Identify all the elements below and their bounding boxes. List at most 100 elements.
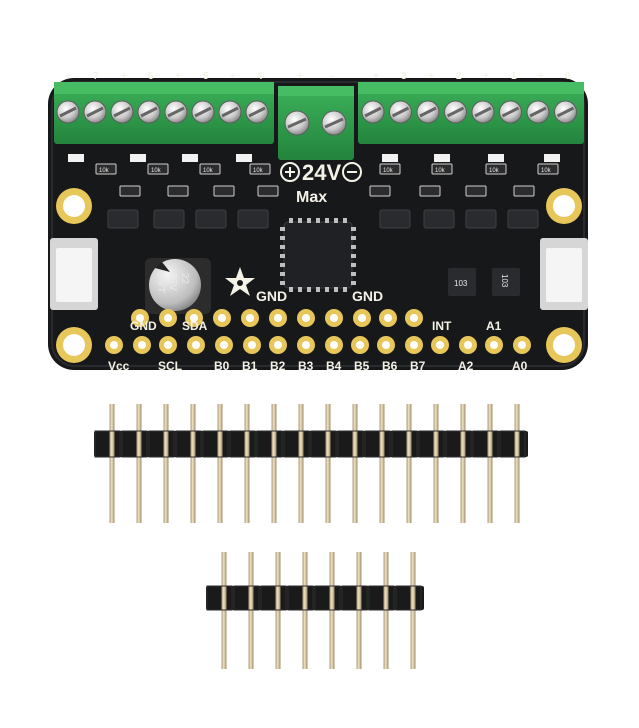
small-ic-right: 103 103	[448, 268, 520, 296]
res-mark-103b: 103	[500, 274, 509, 288]
led-4	[382, 154, 398, 162]
led-6	[488, 154, 504, 162]
smd-part-8	[119, 185, 141, 197]
terminal-label-1: 7	[93, 71, 99, 82]
res-mark-6: 10k	[489, 168, 500, 174]
screw-terminal-5	[191, 100, 215, 124]
res-mark-7: 10k	[541, 168, 552, 174]
res-mark-0: 10k	[99, 168, 110, 174]
header-pin	[136, 404, 142, 523]
gnd-label-left: GND	[256, 288, 287, 304]
header-pin	[460, 404, 466, 523]
terminal-label-3: 6	[148, 71, 154, 82]
power-voltage-text: 24V	[302, 160, 341, 185]
capacitor-label-2: RVT	[155, 273, 166, 293]
terminal-label-4: +	[175, 71, 181, 82]
terminal-block-left	[54, 82, 274, 144]
res-mark-103a: 103	[454, 279, 468, 288]
terminal-label-14: +	[483, 71, 489, 82]
terminal-label-12: +	[428, 71, 434, 82]
terminal-label-7: 4	[257, 71, 263, 82]
terminal-label-9: -	[330, 71, 333, 82]
led-5	[434, 154, 450, 162]
mosfet-3	[237, 209, 269, 229]
header-pin	[406, 404, 412, 523]
screw-terminal-14	[526, 100, 550, 124]
smd-part-1	[147, 163, 169, 175]
smd-part-6	[485, 163, 507, 175]
mosfet-5	[423, 209, 455, 229]
header-pin	[109, 404, 115, 523]
terminal-label-13: 2	[456, 71, 462, 82]
screw-terminal-9	[389, 100, 412, 124]
capacitor-label-1: 35V	[167, 273, 178, 291]
header-pin	[298, 404, 304, 523]
smd-part-13	[419, 185, 441, 197]
pin-header-long	[94, 404, 528, 523]
terminal-label-15: 1	[511, 71, 517, 82]
screw-terminal-0	[56, 100, 80, 124]
screw-terminal-3	[137, 100, 161, 124]
terminal-label-16: +	[538, 71, 544, 82]
screw-terminal-11	[444, 100, 467, 124]
terminal-block-power	[278, 86, 354, 160]
terminal-block-right	[358, 82, 584, 144]
screw-terminal-13	[499, 100, 522, 124]
stemma-connector-right	[540, 238, 588, 310]
label-int: INT	[432, 319, 452, 333]
label-b4: B4	[326, 359, 342, 373]
mosfet-1	[153, 209, 185, 229]
mosfet-6	[465, 209, 497, 229]
header-pin	[325, 404, 331, 523]
label-scl: SCL	[158, 359, 182, 373]
screw-terminal-12	[471, 100, 495, 124]
res-mark-3: 10k	[253, 168, 264, 174]
pin-header-short	[206, 552, 424, 669]
mosfet-4	[379, 209, 411, 229]
label-b1: B1	[242, 359, 258, 373]
smd-part-5	[431, 163, 453, 175]
label-a0: A0	[512, 359, 528, 373]
max-text: Max	[296, 189, 327, 206]
res-mark-1: 10k	[151, 168, 162, 174]
label-b3: B3	[298, 359, 314, 373]
screw-terminal-15	[554, 100, 577, 124]
smd-part-12	[369, 185, 391, 197]
label-sda: SDA	[182, 319, 208, 333]
terminal-label-11: 3	[401, 71, 407, 82]
electrolytic-capacitor: 22 35V RVT	[145, 258, 211, 314]
terminal-label-6: +	[230, 71, 236, 82]
label-b2: B2	[270, 359, 286, 373]
smd-part-0	[95, 163, 117, 175]
adafruit-star-logo	[225, 267, 255, 296]
stemma-connector-left	[50, 238, 98, 310]
screw-terminal-8	[361, 100, 385, 124]
header-pin	[352, 404, 358, 523]
smd-part-4	[379, 163, 401, 175]
header-pin	[190, 404, 196, 523]
led-1	[130, 154, 146, 162]
mosfet-7	[507, 209, 539, 229]
led-0	[68, 154, 84, 162]
screw-terminal-1	[83, 100, 107, 124]
mounting-holes	[56, 188, 582, 363]
header-pin	[271, 404, 277, 523]
smd-part-15	[513, 185, 535, 197]
label-b6: B6	[382, 359, 398, 373]
label-b5: B5	[354, 359, 370, 373]
res-mark-2: 10k	[203, 168, 214, 174]
smd-part-10	[213, 185, 235, 197]
screw-terminal-4	[164, 100, 188, 124]
res-mark-5: 10k	[435, 168, 446, 174]
main-ic-chip	[283, 221, 353, 289]
terminal-label-17: 0	[565, 71, 571, 82]
screw-terminal-6	[218, 100, 242, 124]
header-pin	[514, 404, 520, 523]
header-pin	[244, 404, 250, 523]
header-pin	[163, 404, 169, 523]
screw-terminal-10	[416, 100, 440, 124]
terminal-label-0: +	[65, 71, 71, 82]
terminal-label-5: 5	[203, 71, 209, 82]
capacitor-label-0: 22	[179, 273, 190, 285]
